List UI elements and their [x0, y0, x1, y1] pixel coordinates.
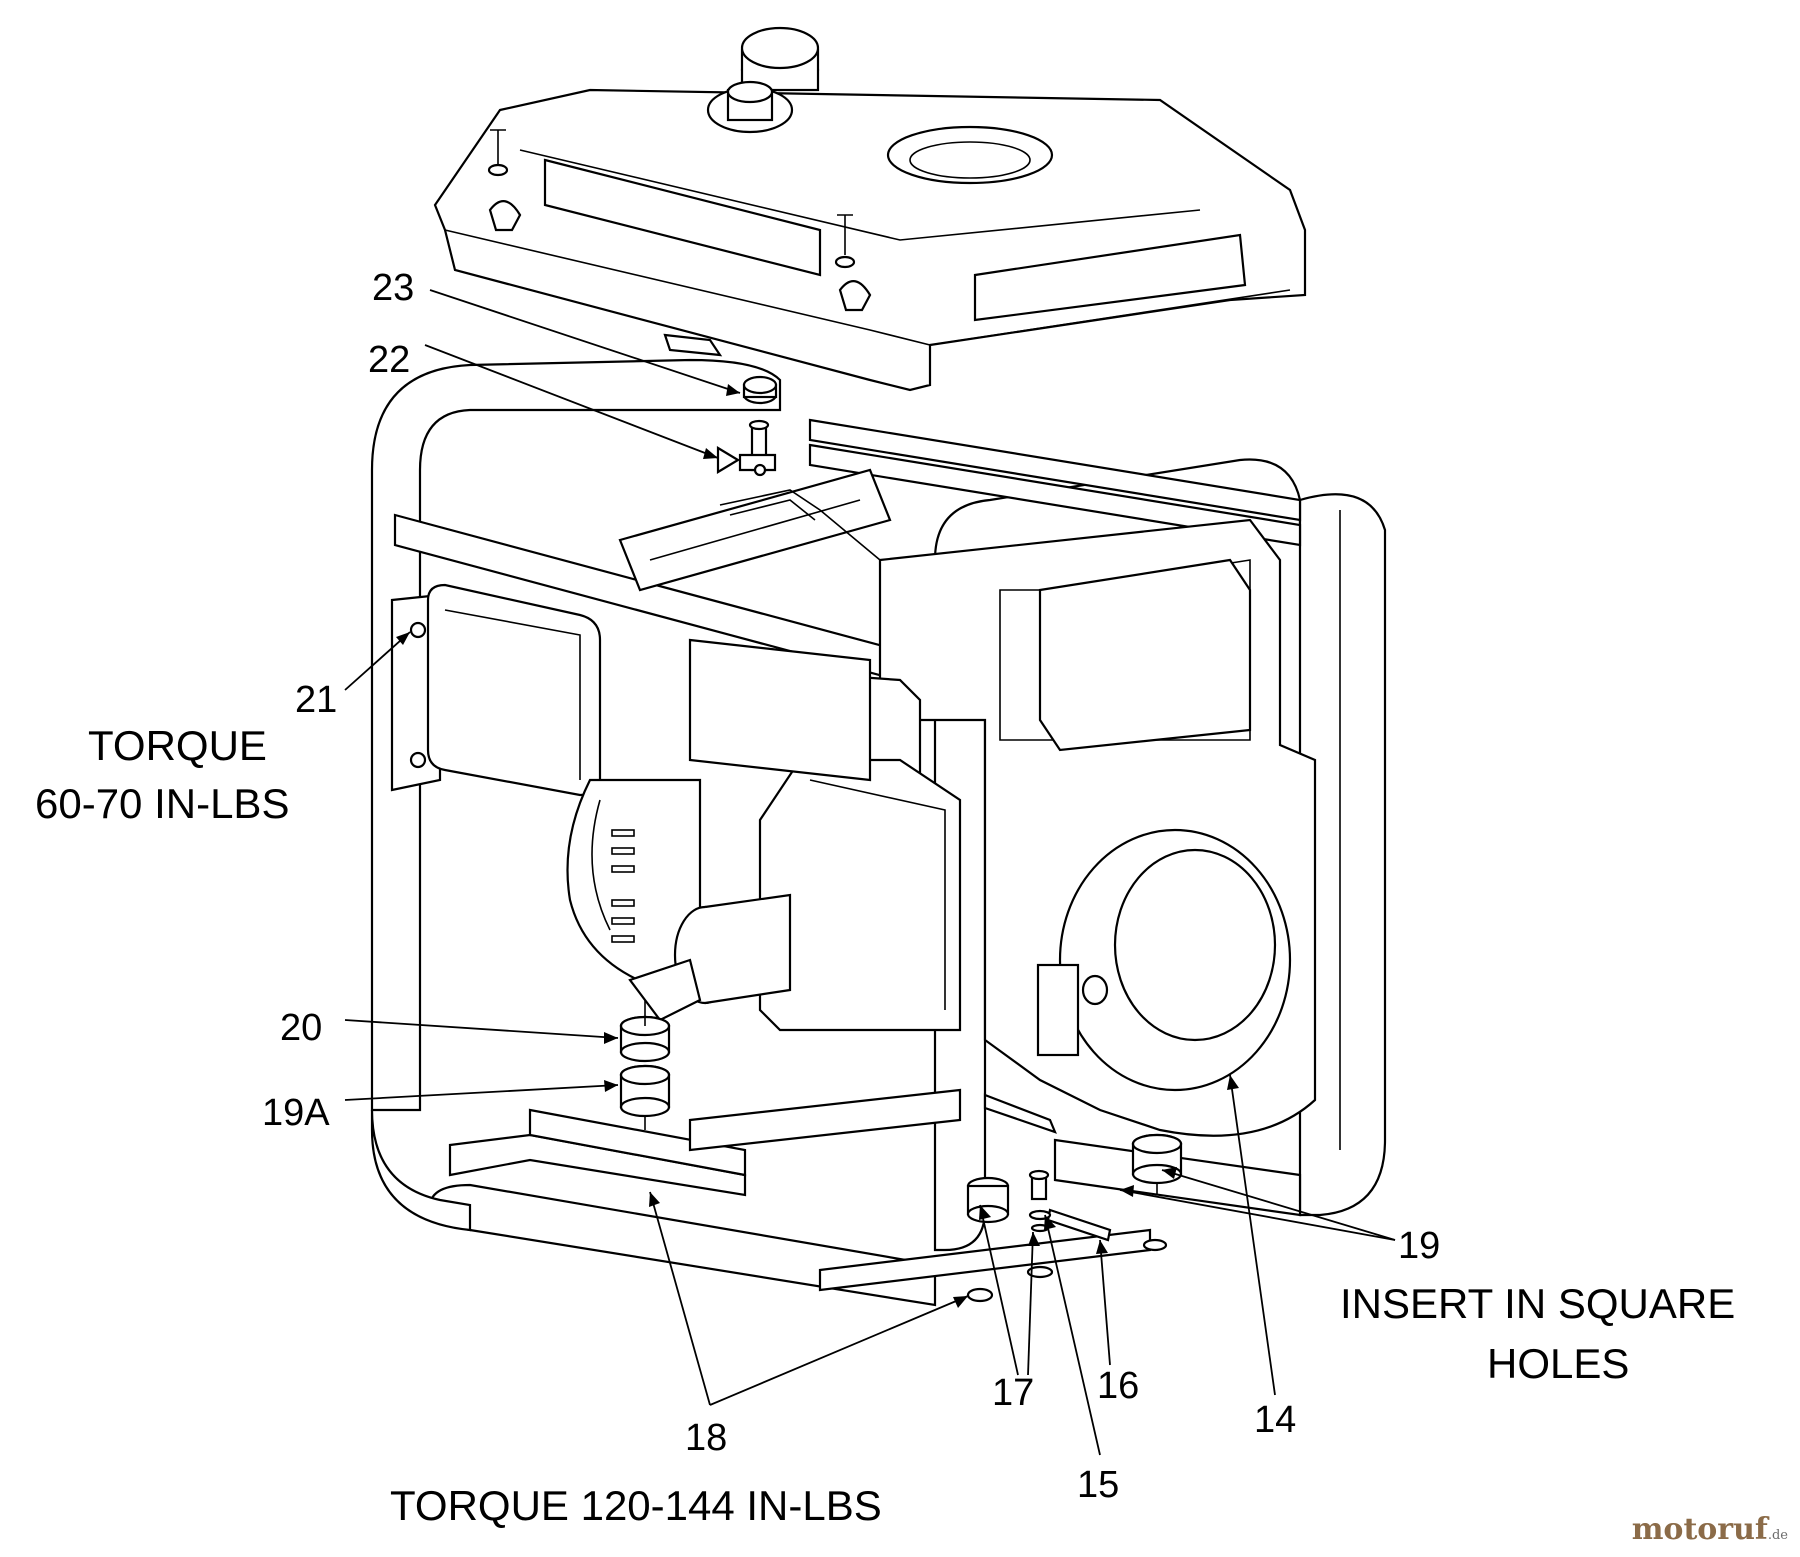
torque-note-base: TORQUE 120-144 IN-LBS	[390, 1482, 882, 1529]
engine-block	[566, 489, 1317, 1137]
callout-17: 17	[992, 1372, 1034, 1414]
callout-23: 23	[372, 267, 414, 309]
ground-strap	[966, 1093, 1168, 1303]
fuel-valve-assembly	[716, 375, 778, 477]
fuel-tank	[433, 26, 1307, 392]
vibration-mounts	[619, 1000, 1183, 1224]
motoruf-watermark: motoruf.de	[1632, 1512, 1788, 1547]
callout-15: 15	[1077, 1464, 1119, 1506]
watermark-suffix: .de	[1767, 1528, 1788, 1543]
callout-21: 21	[295, 679, 337, 721]
callout-16: 16	[1097, 1365, 1139, 1407]
base-rails	[448, 1088, 1152, 1292]
callout-14: 14	[1254, 1399, 1296, 1441]
callout-22: 22	[368, 339, 410, 381]
control-panel	[390, 583, 602, 797]
torque-note-panel-line2: 60-70 IN-LBS	[35, 780, 289, 827]
callout-20: 20	[280, 1007, 322, 1049]
leader-lines	[344, 289, 1396, 1456]
insert-note-line2: HOLES	[1487, 1340, 1629, 1387]
callout-19: 19	[1398, 1225, 1440, 1267]
watermark-brand: motoruf	[1631, 1512, 1768, 1547]
insert-note-line1: INSERT IN SQUARE	[1340, 1280, 1735, 1327]
callout-19a: 19A	[262, 1092, 330, 1134]
torque-note-panel-line1: TORQUE	[88, 722, 267, 769]
callout-18: 18	[685, 1417, 727, 1459]
tube-frame	[370, 358, 1387, 1307]
top-cross-member	[393, 418, 1302, 692]
